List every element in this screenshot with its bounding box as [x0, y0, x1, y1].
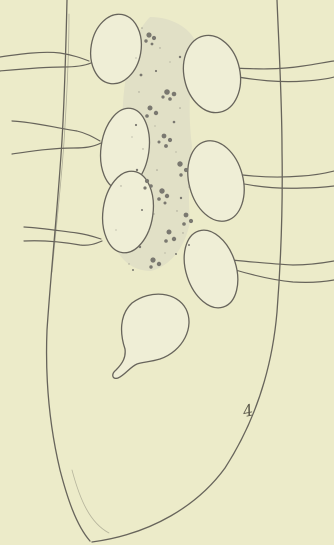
- botanical-illustration: [0, 0, 334, 545]
